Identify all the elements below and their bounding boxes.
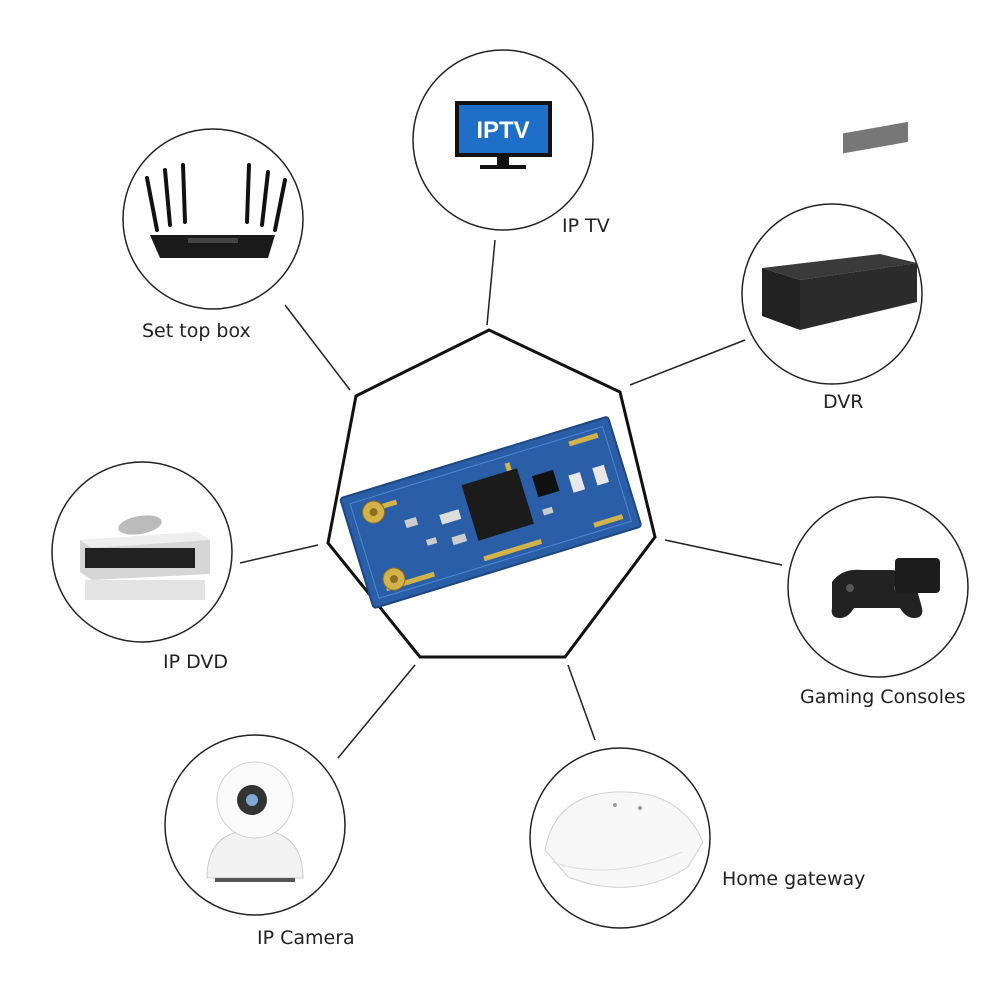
main-chip bbox=[461, 468, 534, 541]
line-dvr bbox=[629, 339, 746, 386]
label-ip-camera: IP Camera bbox=[257, 927, 355, 949]
device-gaming bbox=[787, 496, 969, 678]
device-dvr bbox=[741, 121, 923, 385]
label-ip-dvd: IP DVD bbox=[163, 651, 229, 673]
iptv-monitor-icon: IPTV bbox=[455, 101, 552, 169]
device-ip-dvd bbox=[51, 461, 233, 643]
label-set-top-box: Set top box bbox=[142, 320, 251, 342]
line-gateway bbox=[567, 664, 596, 741]
connector-lines bbox=[239, 239, 783, 759]
line-gaming bbox=[664, 539, 783, 566]
label-home-gateway: Home gateway bbox=[722, 868, 866, 890]
ip-camera-icon bbox=[206, 761, 304, 882]
network-switch-icon bbox=[762, 121, 917, 330]
router-icon bbox=[145, 163, 287, 232]
device-set-top-box bbox=[122, 128, 304, 310]
device-iptv: IPTV bbox=[412, 49, 594, 231]
device-ip-camera bbox=[164, 734, 346, 916]
device-home-gateway bbox=[529, 747, 711, 929]
wifi-module-board bbox=[339, 416, 642, 609]
label-ip-tv: IP TV bbox=[562, 215, 610, 237]
game-console-icon bbox=[831, 558, 940, 618]
label-dvr: DVR bbox=[823, 391, 864, 413]
line-iptv bbox=[486, 239, 496, 326]
dvd-player-icon bbox=[80, 515, 210, 600]
line-settop bbox=[284, 304, 351, 391]
iptv-screen-text: IPTV bbox=[476, 117, 529, 144]
home-gateway-icon bbox=[544, 791, 704, 888]
line-camera bbox=[337, 664, 416, 759]
line-ipdvd bbox=[239, 544, 319, 564]
label-gaming-consoles: Gaming Consoles bbox=[800, 686, 966, 708]
